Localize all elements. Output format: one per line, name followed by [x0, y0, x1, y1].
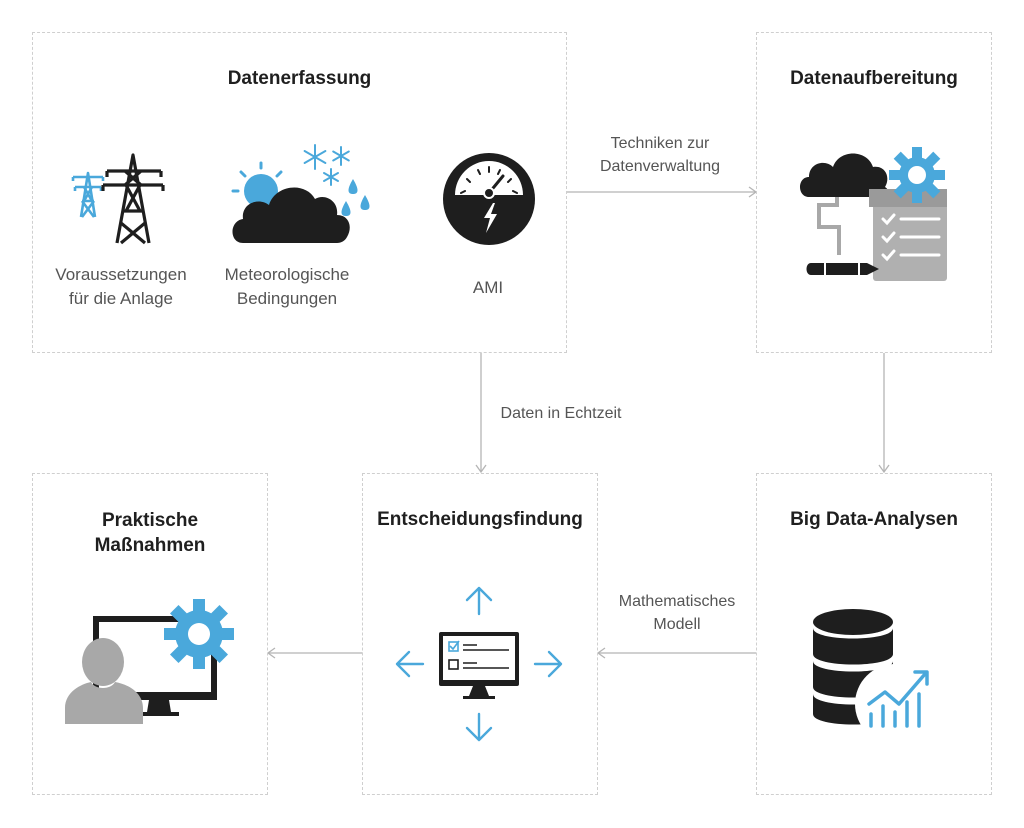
box-title-line: Praktische	[101, 510, 199, 531]
item-label-line: Meteorologische	[224, 265, 350, 284]
box-decision: Entscheidungsfindung	[362, 473, 598, 795]
meter-gauge-icon	[443, 153, 535, 245]
connector-label-line: Techniken zur	[610, 135, 710, 152]
connector-label-line: Datenverwaltung	[599, 158, 721, 175]
item-label-line: für die Anlage	[69, 289, 173, 308]
weather-icon	[231, 144, 370, 243]
monitor-arrows-icon	[395, 586, 563, 742]
box-data-collection: Datenerfassung Voraussetzungen für die A…	[32, 32, 567, 353]
arrow-math-model	[596, 647, 756, 659]
arrow-to-big-data	[878, 353, 890, 474]
item-label-plant: Voraussetzungen für die Anlage	[41, 263, 201, 311]
box-title: Entscheidungsfindung	[377, 509, 583, 530]
item-label-ami: AMI	[472, 278, 504, 297]
box-title: Praktische Maßnahmen	[33, 508, 267, 558]
arrow-to-actions	[266, 647, 363, 659]
arrow-data-management	[567, 186, 758, 198]
box-title-line: Maßnahmen	[94, 535, 206, 556]
item-label-line: Voraussetzungen	[55, 265, 187, 284]
connector-label-line: Modell	[653, 616, 701, 633]
box-data-processing: Datenaufbereitung	[756, 32, 992, 353]
box-actions: Praktische Maßnahmen	[32, 473, 268, 795]
item-label-weather: Meteorologische Bedingungen	[207, 263, 367, 311]
item-label-line: Bedingungen	[236, 289, 338, 308]
box-title: Datenerfassung	[227, 68, 372, 89]
box-title: Big Data-Analysen	[790, 509, 958, 530]
arrow-realtime	[475, 353, 487, 474]
box-big-data: Big Data-Analysen	[756, 473, 992, 795]
connector-label-line: Mathematisches	[618, 593, 736, 610]
connector-label-data-management: Techniken zur Datenverwaltung	[580, 132, 740, 178]
power-tower-icon	[71, 153, 165, 245]
box-title: Datenaufbereitung	[790, 68, 958, 89]
connector-label-math-model: Mathematisches Modell	[600, 590, 754, 636]
connector-label-realtime: Daten in Echtzeit	[500, 405, 622, 422]
database-chart-icon	[813, 609, 935, 744]
user-monitor-gear-icon	[65, 599, 234, 724]
cloud-gear-checklist-icon	[800, 147, 947, 281]
